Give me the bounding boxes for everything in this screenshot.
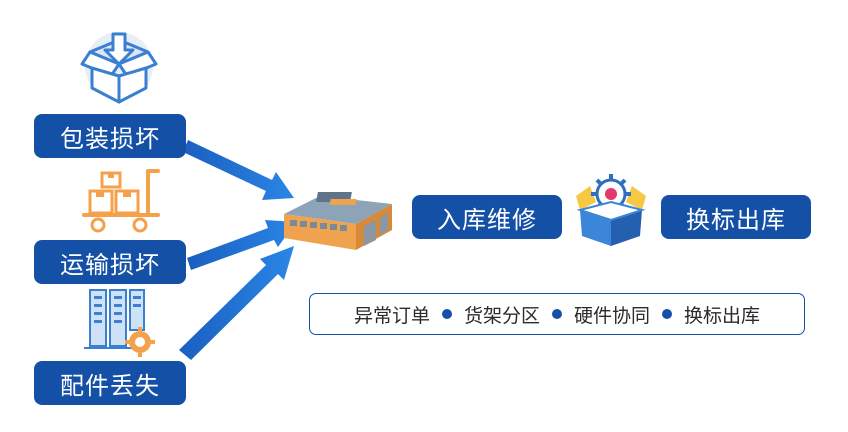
feature-item: 硬件协同 [574, 304, 651, 327]
arrow-from-transport [187, 220, 296, 270]
server-gear-icon [84, 288, 156, 358]
label-relabel-outbound: 换标出库 [661, 195, 811, 239]
bullet-dot-icon [662, 309, 673, 319]
arrow-from-packaging [183, 140, 294, 200]
feature-item: 货架分区 [463, 304, 540, 327]
arrow-from-parts [179, 246, 294, 360]
cart-boxes-icon [82, 165, 162, 237]
bullet-dot-icon [441, 309, 452, 319]
feature-item: 异常订单 [353, 304, 430, 327]
label-transport-damage: 运输损坏 [34, 240, 186, 284]
bullet-dot-icon [552, 309, 562, 319]
feature-list: 异常订单 货架分区 硬件协同 换标出库 [309, 293, 805, 335]
label-missing-parts: 配件丢失 [34, 361, 186, 405]
box-download-icon [78, 30, 160, 106]
label-packaging-damage: 包装损坏 [34, 114, 186, 158]
box-gear-icon [570, 172, 652, 248]
label-inbound-repair: 入库维修 [412, 195, 562, 239]
feature-item: 换标出库 [684, 304, 761, 327]
warehouse-icon [280, 180, 396, 254]
